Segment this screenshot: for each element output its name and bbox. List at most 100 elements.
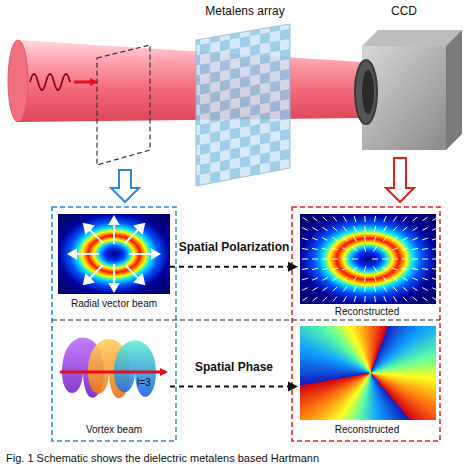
polarization-tick [344, 216, 347, 221]
polarization-tick [423, 217, 428, 220]
polarization-tick [313, 217, 318, 221]
polarization-tick [313, 297, 318, 301]
polarization-tick [332, 277, 337, 280]
polarization-tick [312, 228, 317, 231]
image-caption: Reconstructed [333, 424, 401, 436]
polarization-arrows [69, 217, 159, 291]
polarization-tick [382, 268, 387, 271]
polarization-tick [333, 227, 337, 231]
polarization-tick [323, 217, 327, 221]
edge-label: Spatial Polarization [177, 240, 292, 254]
polarization-tick [422, 278, 428, 280]
polarization-tick [403, 217, 407, 221]
polarization-tick [332, 248, 338, 250]
part-label: Metalens array [205, 4, 284, 18]
ccd-camera: CCD [342, 4, 466, 154]
ccd-lens [355, 60, 377, 124]
polarization-tick [333, 287, 337, 291]
divider-line [52, 319, 440, 320]
polarization-tick [392, 248, 398, 250]
polarization-tick [303, 297, 308, 300]
arrow-shaft [170, 266, 289, 268]
ccd-side [446, 30, 462, 150]
polarization-tick [412, 259, 418, 260]
polarization-tick [364, 246, 366, 252]
polarization-tick [342, 248, 348, 250]
polarization-tick [353, 267, 358, 271]
polarization-tick [374, 286, 375, 292]
polarization-tick [422, 269, 428, 270]
polarization-tick [323, 287, 328, 290]
polarization-tick [403, 227, 408, 231]
polarization-tick [423, 297, 428, 300]
reconstruction-tile: Reconstructed [298, 214, 436, 318]
polarization-tick [312, 259, 318, 260]
polarization-tick [364, 226, 366, 232]
polarization-tick [364, 266, 366, 272]
polarization-tick [342, 259, 348, 260]
polarization-tick [383, 237, 387, 242]
polarization-tick [422, 238, 428, 240]
polarization-tick [374, 276, 376, 282]
polarization-tick [375, 216, 376, 222]
polarization-tick [403, 297, 407, 301]
polarization-tick [402, 268, 408, 270]
polarization-tick [312, 288, 317, 291]
polarization-tick [373, 247, 376, 252]
polarization-tick [364, 276, 366, 282]
polarization-tick [432, 228, 437, 230]
down-arrow-red [386, 158, 414, 202]
polarization-tick [353, 237, 356, 242]
polarization-tick [312, 248, 318, 249]
polarization-tick [412, 238, 418, 240]
wave-symbol [30, 74, 70, 90]
output-panel [292, 207, 440, 441]
dashed-arrow [170, 262, 298, 272]
polarization-tick [354, 216, 356, 222]
ccd-top [362, 30, 462, 46]
polarization-tick [413, 287, 418, 290]
polarization-tick [384, 216, 386, 222]
polarization-tick [322, 268, 328, 269]
polarization-tick [402, 248, 408, 250]
polarization-tick [382, 259, 388, 260]
polarization-tick [432, 288, 437, 290]
polarization-tick [343, 237, 348, 241]
polarization-tick [432, 278, 438, 280]
polarization-tick [393, 227, 397, 231]
reconstructed-arrows [302, 216, 438, 302]
polarization-tick [422, 228, 427, 231]
polarization-tick [413, 217, 418, 221]
polarization-tick [364, 216, 365, 222]
polarization-tick [384, 226, 387, 231]
polarization-tick [312, 278, 318, 280]
polarization-tick [354, 226, 356, 232]
polarization-tick [432, 238, 438, 240]
polarization-tick [432, 298, 437, 301]
polarization-tick [323, 227, 328, 230]
polarization-tick [374, 226, 375, 232]
polarization-tick [312, 238, 318, 240]
polarization-tick [322, 238, 327, 241]
figure-caption: Fig. 1 Schematic shows the dielectric me… [6, 452, 319, 465]
polarization-tick [364, 296, 365, 302]
polarization-tick [302, 238, 308, 240]
input-beam-tile: Vortex beam [58, 326, 170, 436]
laser-beam [18, 40, 362, 122]
polarization-tick [302, 288, 307, 291]
polarization-tick [302, 278, 308, 280]
polarization-tick [342, 268, 348, 270]
polarization-tick [392, 259, 398, 260]
polarization-tick [343, 287, 347, 292]
polarization-tick [374, 236, 376, 242]
polarization-tick [402, 278, 407, 281]
arrow-head [288, 262, 298, 272]
polarization-tick [343, 277, 348, 281]
image-caption: Reconstructed [333, 306, 401, 318]
polarization-tick [353, 247, 358, 251]
arrow-shaft [170, 386, 289, 388]
polarization-tick [412, 278, 418, 280]
radial-beam-image [58, 214, 170, 294]
image-caption: Radial vector beam [69, 298, 159, 310]
reconstructed-phase-map [300, 326, 436, 420]
